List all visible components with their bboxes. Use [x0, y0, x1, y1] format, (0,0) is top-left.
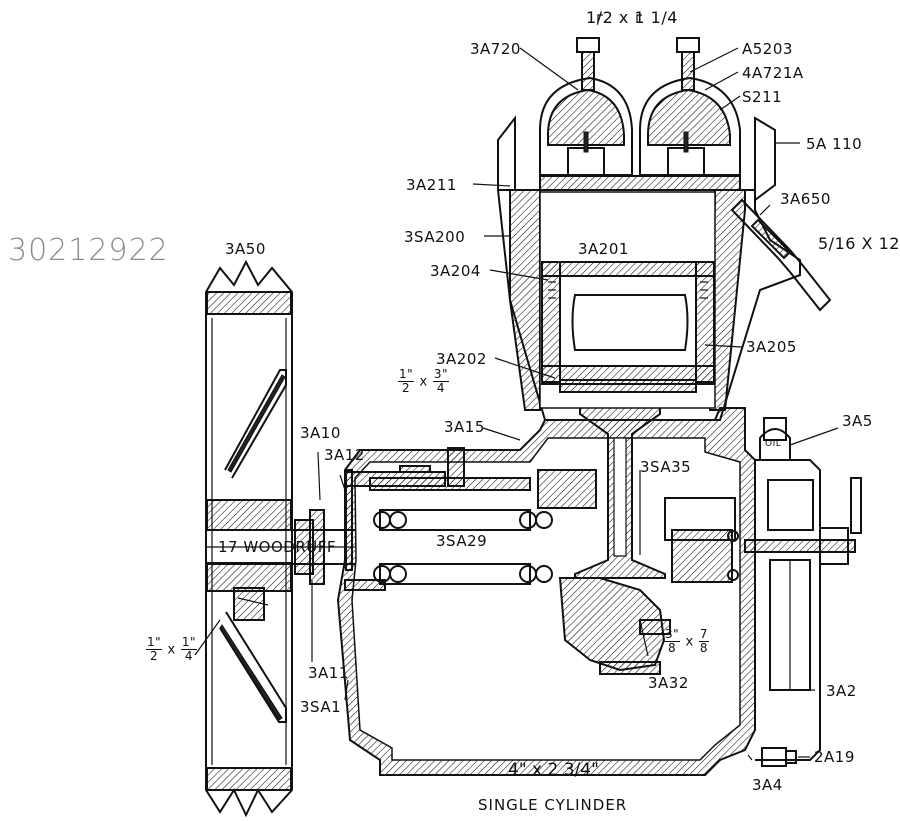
label-3A211: 3A211: [406, 176, 457, 194]
label-3A204: 3A204: [430, 262, 481, 280]
label-3A205: 3A205: [746, 338, 797, 356]
piston-3A201: [541, 261, 715, 393]
leader-lines: [194, 14, 839, 761]
label-4A721A: 4A721A: [742, 64, 804, 82]
connecting-rod-3SA35: [574, 403, 666, 579]
label-3SA200: 3SA200: [404, 228, 466, 246]
label-3A720: 3A720: [470, 40, 521, 58]
oil-tube-3A650: [730, 198, 832, 312]
label-3A5: 3A5: [842, 412, 873, 430]
cylinder-3SA200: [496, 115, 801, 421]
label-3A650: 3A650: [780, 190, 831, 208]
label-oil: OIL: [765, 439, 782, 449]
label-3A201: 3A201: [578, 240, 629, 258]
label-3A12: 3A12: [324, 446, 365, 464]
label-3SA29: 3SA29: [436, 532, 488, 550]
label-tube-size: 5/16 X 12: [818, 234, 900, 253]
label-3A4: 3A4: [752, 776, 783, 794]
label-3SA1: 3SA1: [300, 698, 342, 716]
label-key-size-left: 1"2 x 1"4: [146, 635, 198, 663]
oil-pump-block: [664, 497, 739, 583]
pulley-3A50: [205, 259, 293, 818]
label-bore-stroke: 4" x 2 3/4": [508, 760, 599, 780]
label-A5203: A5203: [742, 40, 793, 58]
label-3A50: 3A50: [225, 240, 266, 258]
label-S211: S211: [742, 88, 783, 106]
label-woodruff: 17 WOODRUFF: [218, 538, 337, 556]
label-top-bolt-size: 1/2 x 1 1/4: [586, 8, 678, 27]
label-2A19: 2A19: [814, 748, 855, 766]
label-subtitle: SINGLE CYLINDER: [478, 796, 628, 814]
crank-web: [558, 577, 671, 675]
label-3A202: 3A202: [436, 350, 487, 368]
label-handwritten-number: 30212922: [8, 233, 169, 268]
cylinder-head-valves: [539, 37, 741, 191]
label-3SA35: 3SA35: [640, 458, 692, 476]
crankcase-3SA1: [336, 407, 756, 776]
label-5A110: 5A 110: [806, 135, 863, 153]
label-3A15: 3A15: [444, 418, 485, 436]
label-key-size-top: 1"2 x 3"4: [398, 367, 450, 395]
label-3A2: 3A2: [826, 682, 857, 700]
side-cover-3A2: [744, 417, 862, 767]
label-3A10: 3A10: [300, 424, 341, 442]
label-3A32: 3A32: [648, 674, 689, 692]
label-3A11: 3A11: [308, 664, 349, 682]
